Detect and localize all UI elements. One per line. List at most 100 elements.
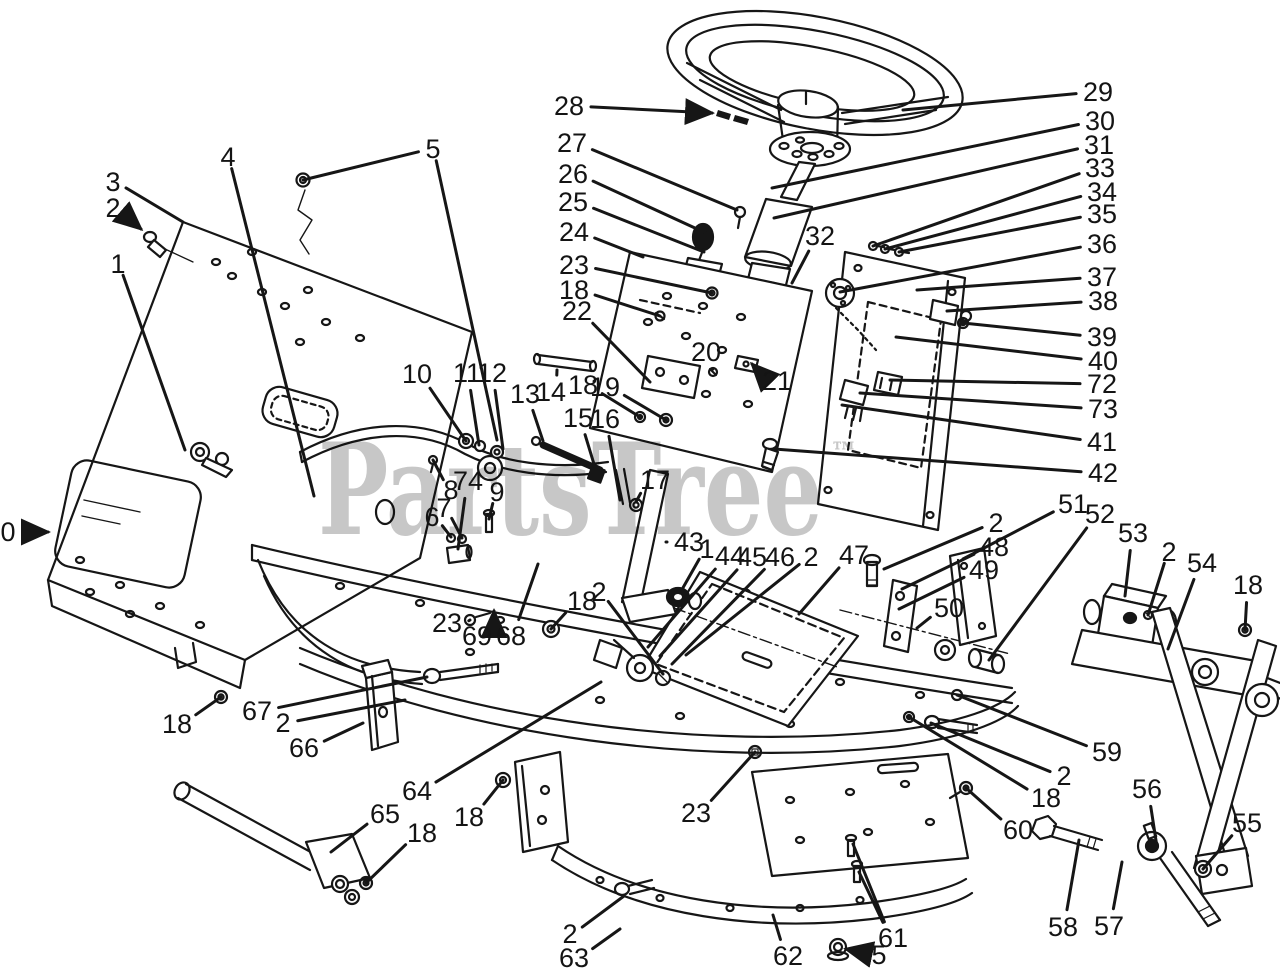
side-console-panel <box>46 172 474 690</box>
part-callout-5: 5 <box>425 134 440 164</box>
part-callout-8: 8 <box>443 475 458 505</box>
part-callout-28: 28 <box>554 91 584 121</box>
leader-line-42 <box>772 447 1083 474</box>
part-callout-61: 61 <box>878 923 908 953</box>
leader-line-27 <box>590 148 739 212</box>
leader-line-41 <box>840 403 1082 442</box>
part-callout-2: 2 <box>803 542 818 572</box>
support-strut <box>620 468 703 624</box>
switch <box>872 370 904 397</box>
leader-line-39 <box>961 321 1082 337</box>
part-callout-39: 39 <box>1087 322 1117 352</box>
part-callout-11: 11 <box>453 358 481 388</box>
part-callout-72: 72 <box>1087 369 1117 399</box>
leader-line-18 <box>600 392 642 419</box>
part-callout-66: 66 <box>289 733 319 763</box>
part-callout-69: 69 <box>462 621 492 651</box>
part-callout-67: 67 <box>242 696 272 726</box>
part-callout-38: 38 <box>1088 286 1118 316</box>
part-callout-2: 2 <box>1056 761 1071 791</box>
leader-line-67 <box>277 675 429 710</box>
part-callout-56: 56 <box>1132 774 1162 804</box>
part-callout-18: 18 <box>407 818 437 848</box>
part-callout-48: 48 <box>979 532 1009 562</box>
cable-clamp <box>928 298 960 327</box>
leader-line-18 <box>482 778 505 806</box>
part-callout-68: 68 <box>496 621 526 651</box>
part-callout-45: 45 <box>737 542 767 572</box>
part-callout-31: 31 <box>1084 130 1114 160</box>
leader-line-23 <box>467 618 472 623</box>
part-callout-20: 20 <box>691 337 721 367</box>
leader-line-34 <box>883 194 1083 251</box>
part-callout-23: 23 <box>432 608 462 638</box>
leader-line-2 <box>882 526 984 571</box>
leader-line-73 <box>858 391 1083 410</box>
part-callout-63: 63 <box>559 943 589 973</box>
part-callout-18: 18 <box>568 370 598 400</box>
leader-line-23 <box>594 266 714 295</box>
part-callout-26: 26 <box>558 159 588 189</box>
leader-line-64 <box>434 680 603 784</box>
part-callout-40: 40 <box>1088 346 1118 376</box>
leader-line-1 <box>121 273 187 452</box>
part-callout-34: 34 <box>1087 177 1117 207</box>
leader-line-59 <box>955 693 1088 748</box>
part-callout-9: 9 <box>489 477 504 507</box>
part-callout-12: 12 <box>477 358 507 388</box>
leader-line-31 <box>772 147 1080 220</box>
leader-line-23 <box>709 750 757 802</box>
part-callout-59: 59 <box>1092 737 1122 767</box>
leader-line-1 <box>678 557 701 595</box>
part-callout-49: 49 <box>969 555 999 585</box>
leader-line-18 <box>1243 601 1249 632</box>
part-callout-19: 19 <box>590 372 620 402</box>
leader-line-55 <box>1201 834 1234 871</box>
part-callout-0: 0 <box>0 517 15 547</box>
part-callout-35: 35 <box>1087 199 1117 229</box>
part-callout-10: 10 <box>402 359 432 389</box>
bolt-58 <box>1030 814 1058 841</box>
part-callout-60: 60 <box>1003 815 1033 845</box>
footrest-plate <box>592 570 860 728</box>
leader-line-40 <box>894 335 1083 361</box>
leader-line-50 <box>915 615 932 630</box>
part-callout-14: 14 <box>536 377 566 407</box>
part-callout-18: 18 <box>454 802 484 832</box>
leader-line-13 <box>531 408 545 443</box>
part-callout-32: 32 <box>805 221 835 251</box>
part-callout-25: 25 <box>558 187 588 217</box>
leader-line-5 <box>843 941 876 968</box>
part-callout-43: 43 <box>674 527 704 557</box>
part-callout-64: 64 <box>402 776 432 806</box>
leader-line-24 <box>593 236 645 259</box>
leader-line-61 <box>857 870 885 924</box>
leader-line-29 <box>901 92 1078 112</box>
part-callout-53: 53 <box>1118 518 1148 548</box>
leader-line-74 <box>456 496 467 551</box>
leader-line-4 <box>230 167 316 498</box>
leader-line-2 <box>296 698 407 723</box>
part-callout-44: 44 <box>715 541 745 571</box>
part-callout-74: 74 <box>453 466 483 496</box>
part-callout-1: 1 <box>699 534 714 564</box>
watermark-text: PartsTree <box>318 416 823 564</box>
part-callout-1: 1 <box>110 249 125 279</box>
leader-line-47 <box>797 566 841 616</box>
part-callout-58: 58 <box>1048 912 1078 942</box>
leader-line-62 <box>771 913 782 941</box>
leader-line-2 <box>111 201 144 231</box>
part-callout-13: 13 <box>510 379 540 409</box>
leader-line-68 <box>517 562 540 622</box>
leader-line-72 <box>888 378 1082 386</box>
leader-line-53 <box>1123 548 1132 598</box>
leader-line-61 <box>851 842 886 924</box>
rear-panel <box>750 752 970 884</box>
part-callout-3: 3 <box>105 167 120 197</box>
lower-channel <box>550 844 974 962</box>
part-callout-18: 18 <box>559 275 589 305</box>
part-callout-50: 50 <box>934 593 964 623</box>
leader-line-46 <box>670 567 766 666</box>
leader-line-26 <box>591 179 710 236</box>
part-callout-21: 21 <box>762 366 792 396</box>
